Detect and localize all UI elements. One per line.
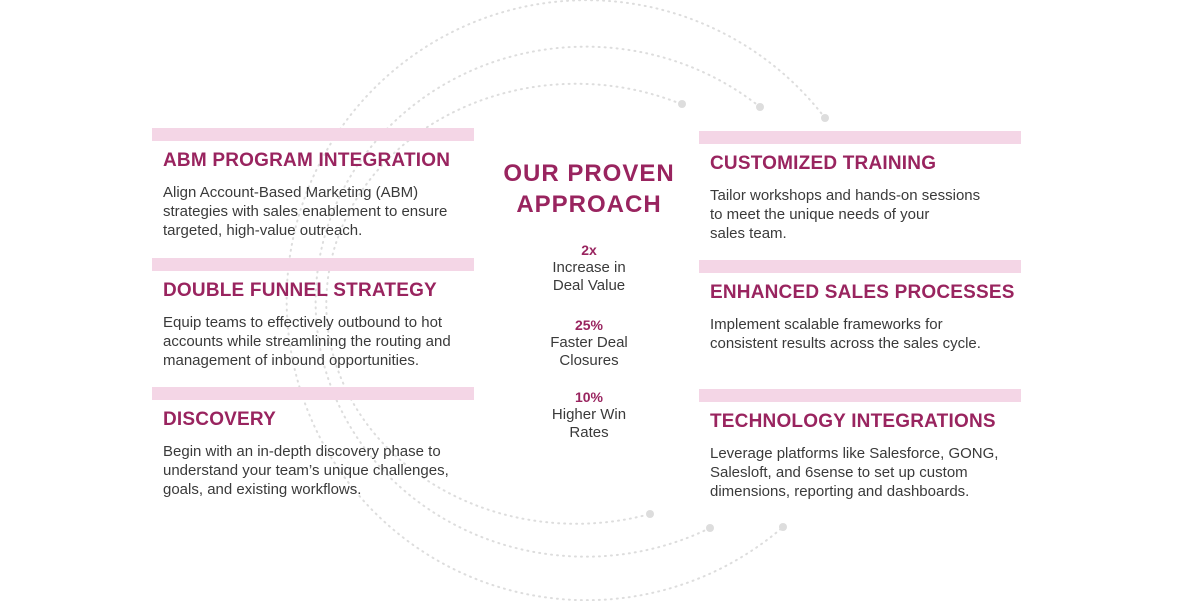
card-technology-integrations: TECHNOLOGY INTEGRATIONS Leverage platfor…	[699, 389, 1021, 501]
arc-dot	[678, 100, 686, 108]
stat-label: Increase in Deal Value	[552, 259, 626, 294]
card-title: DOUBLE FUNNEL STRATEGY	[163, 280, 437, 301]
card-description: Leverage platforms like Salesforce, GONG…	[710, 445, 999, 500]
stat-faster-closures: 25% Faster Deal Closures	[489, 316, 689, 370]
arc-dot	[756, 103, 764, 111]
card-enhanced-sales-processes: ENHANCED SALES PROCESSES Implement scala…	[699, 260, 1021, 353]
card-description: Tailor workshops and hands-on sessions t…	[710, 187, 981, 242]
card-description: Align Account-Based Marketing (ABM) stra…	[163, 184, 448, 239]
card-description: Begin with an in-depth discovery phase t…	[163, 443, 449, 498]
stat-deal-value: 2x Increase in Deal Value	[489, 241, 689, 295]
card-accent-bar	[699, 131, 1021, 144]
card-title: ABM PROGRAM INTEGRATION	[163, 150, 451, 171]
center-title: OUR PROVEN APPROACH	[503, 160, 675, 218]
stat-value: 10%	[574, 389, 604, 405]
card-customized-training: CUSTOMIZED TRAINING Tailor workshops and…	[699, 131, 1021, 243]
card-title: DISCOVERY	[163, 409, 277, 430]
card-title: TECHNOLOGY INTEGRATIONS	[710, 411, 996, 432]
stat-label: Higher Win Rates	[551, 406, 627, 441]
middle-arc	[314, 45, 761, 558]
card-description: Implement scalable frameworks for consis…	[710, 316, 981, 352]
arc-dot	[779, 523, 787, 531]
card-description: Equip teams to effectively outbound to h…	[163, 314, 451, 369]
stat-value: 2x	[581, 242, 597, 258]
card-accent-bar	[699, 389, 1021, 402]
card-accent-bar	[152, 387, 474, 400]
card-accent-bar	[152, 258, 474, 271]
stat-win-rates: 10% Higher Win Rates	[489, 388, 689, 442]
card-title: CUSTOMIZED TRAINING	[710, 153, 937, 174]
card-double-funnel-strategy: DOUBLE FUNNEL STRATEGY Equip teams to ef…	[152, 258, 474, 370]
card-abm-program-integration: ABM PROGRAM INTEGRATION Align Account-Ba…	[152, 128, 474, 240]
center-panel: OUR PROVEN APPROACH 2x Increase in Deal …	[489, 158, 689, 441]
arc-dot	[646, 510, 654, 518]
card-discovery: DISCOVERY Begin with an in-depth discove…	[152, 387, 474, 499]
card-title: ENHANCED SALES PROCESSES	[710, 282, 1015, 303]
card-accent-bar	[699, 260, 1021, 273]
stat-label: Faster Deal Closures	[550, 334, 628, 369]
arc-dot	[821, 114, 829, 122]
arc-dot	[706, 524, 714, 532]
inner-arc	[325, 82, 682, 525]
card-accent-bar	[152, 128, 474, 141]
stat-value: 25%	[574, 317, 604, 333]
